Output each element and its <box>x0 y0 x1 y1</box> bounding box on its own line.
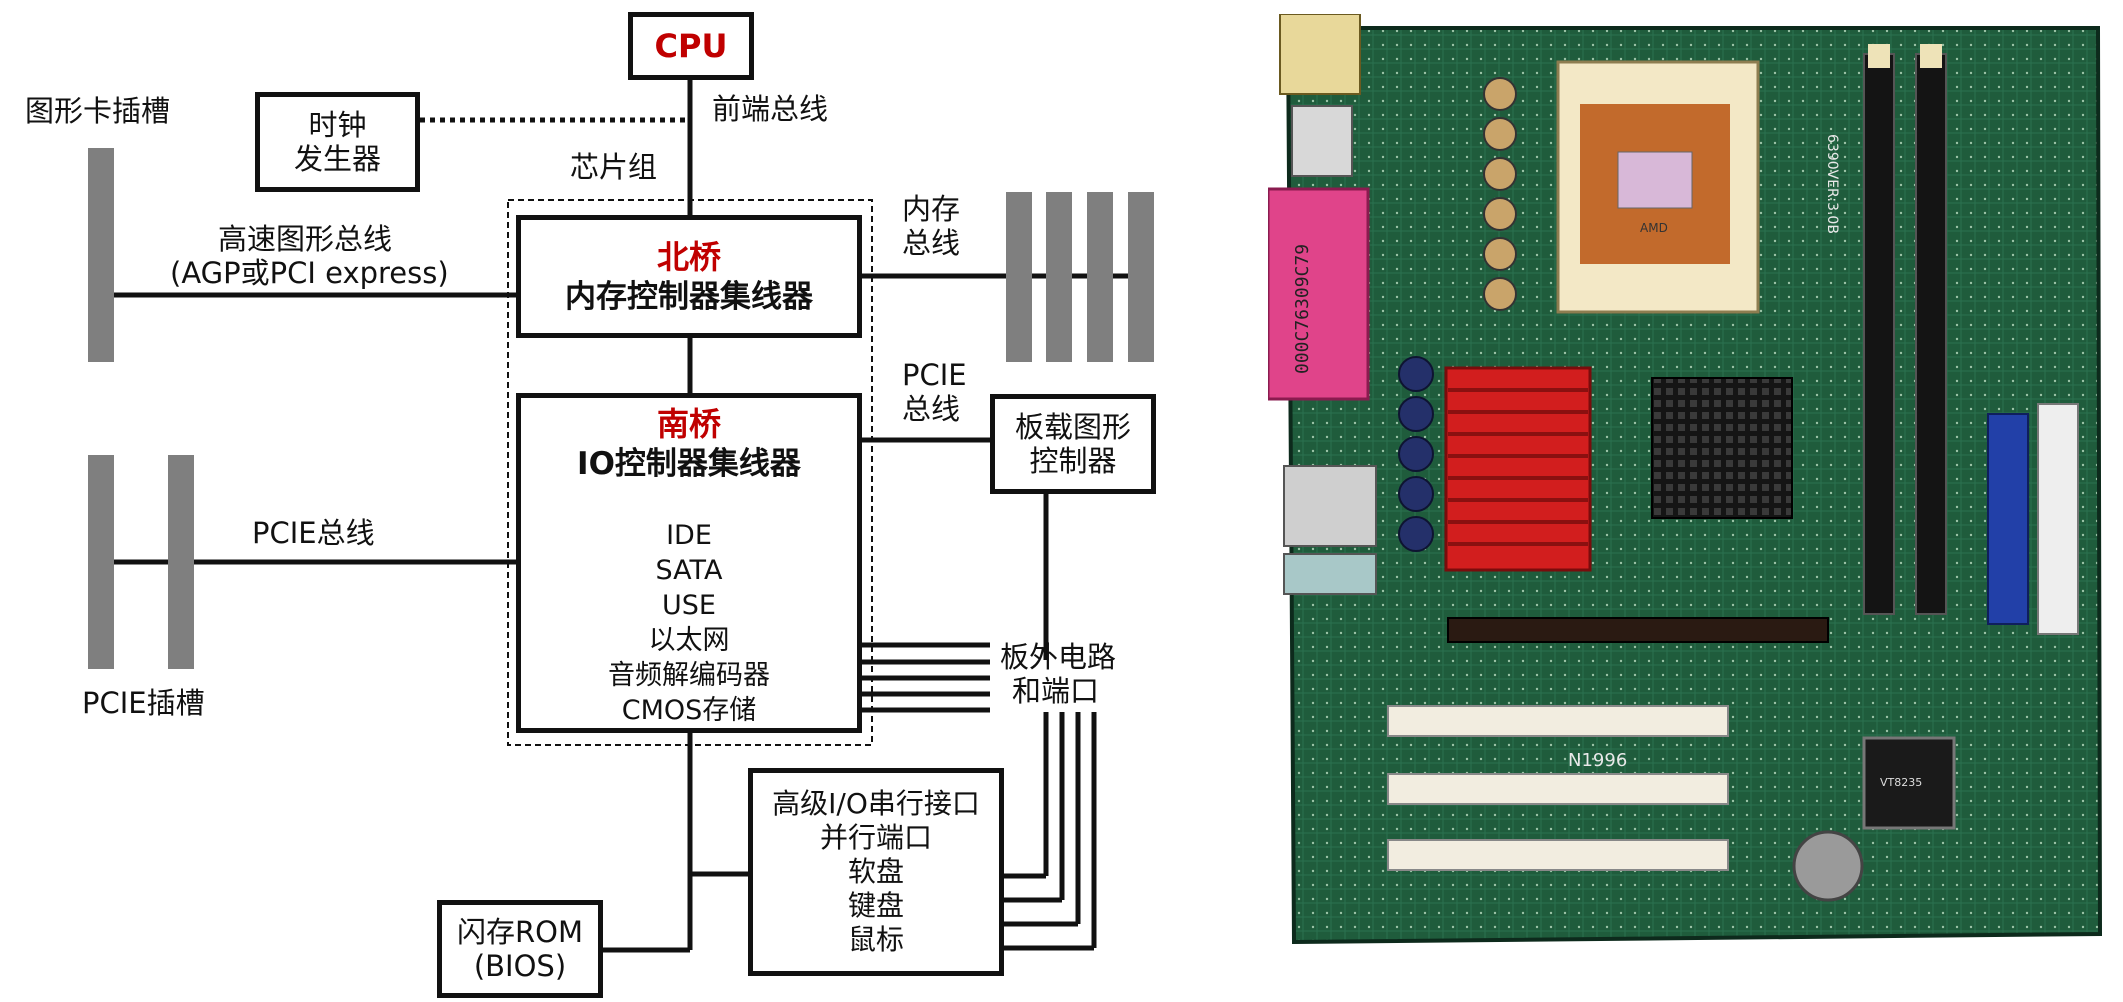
fsb-label: 前端总线 <box>712 92 829 126</box>
memory-slot <box>1006 192 1032 362</box>
flash-line2: (BIOS) <box>473 949 567 983</box>
amd-text: AMD <box>1640 221 1668 235</box>
chipset-label: 芯片组 <box>570 150 658 184</box>
northbridge-subtitle: 内存控制器集线器 <box>565 278 813 315</box>
pcie-bus-right-line1: PCIE <box>902 358 967 392</box>
motherboard-photo: 000C76309C79 AMD 6390VER:3.0B <box>1266 13 2108 945</box>
io-item: 键盘 <box>847 889 904 922</box>
via-chip-text: VT8235 <box>1880 776 1922 789</box>
pcie-slot <box>88 455 114 669</box>
chipset-diagram: CPU 前端总线 时钟 发生器 芯片组 北桥 内存控制器集线器 南桥 IO控制器… <box>25 12 1156 998</box>
pcie-bus-left-label: PCIE总线 <box>252 516 375 550</box>
io-item: 并行端口 <box>819 821 932 854</box>
memory-bus-line1: 内存 <box>902 192 961 226</box>
pcie-slot <box>168 455 194 669</box>
flash-rom-box: 闪存ROM (BIOS) <box>437 900 603 998</box>
external-line1: 板外电路 <box>1000 640 1117 674</box>
cpu-box: CPU <box>628 12 754 80</box>
southbridge-title: 南桥 <box>656 405 721 443</box>
io-item: 高级I/O串行接口 <box>772 787 980 820</box>
version-text: 6390VER:3.0B <box>1824 134 1840 234</box>
pcie-slots-label: PCIE插槽 <box>82 686 205 720</box>
memory-slot <box>1087 192 1113 362</box>
memory-slot <box>1046 192 1072 362</box>
cpu-label: CPU <box>654 27 728 65</box>
onboard-gfx-line2: 控制器 <box>1029 444 1117 478</box>
clock-line2: 发生器 <box>293 142 381 176</box>
io-box: 高级I/O串行接口 并行端口 软盘 键盘 鼠标 <box>748 768 1004 976</box>
io-item: 鼠标 <box>847 923 904 956</box>
sb-item: 以太网 <box>648 625 730 656</box>
memory-slot <box>1128 192 1154 362</box>
northbridge-title: 北桥 <box>656 237 721 276</box>
sb-item: CMOS存储 <box>621 695 757 726</box>
sb-item: IDE <box>666 520 712 551</box>
board-model-text: N1996 <box>1568 750 1627 771</box>
motherboard-image: 000C76309C79 AMD 6390VER:3.0B <box>1266 13 2103 945</box>
sb-item: SATA <box>655 555 723 586</box>
graphics-slot <box>88 148 114 362</box>
serial-text: 000C76309C79 <box>1292 244 1313 374</box>
graphics-slot-label: 图形卡插槽 <box>25 94 171 128</box>
onboard-gfx-line1: 板载图形 <box>1014 410 1131 444</box>
memory-bus-line2: 总线 <box>902 226 961 260</box>
io-item: 软盘 <box>847 855 904 888</box>
agp-bus-line1: 高速图形总线 <box>217 222 392 256</box>
sb-item: 音频解编码器 <box>608 660 770 691</box>
northbridge-box: 北桥 内存控制器集线器 <box>516 215 862 338</box>
agp-bus-line2: (AGP或PCI express) <box>170 256 449 290</box>
southbridge-box: 南桥 IO控制器集线器 IDE SATA USE 以太网 音频解编码器 CMOS… <box>516 393 862 733</box>
southbridge-subtitle: IO控制器集线器 <box>577 446 801 482</box>
external-line2: 和端口 <box>1012 674 1100 708</box>
flash-line1: 闪存ROM <box>457 915 583 949</box>
pcie-bus-right-line2: 总线 <box>902 392 961 426</box>
clock-generator-box: 时钟 发生器 <box>255 92 420 192</box>
sb-item: USE <box>662 590 716 621</box>
onboard-graphics-box: 板载图形 控制器 <box>990 394 1156 494</box>
clock-line1: 时钟 <box>308 108 367 142</box>
